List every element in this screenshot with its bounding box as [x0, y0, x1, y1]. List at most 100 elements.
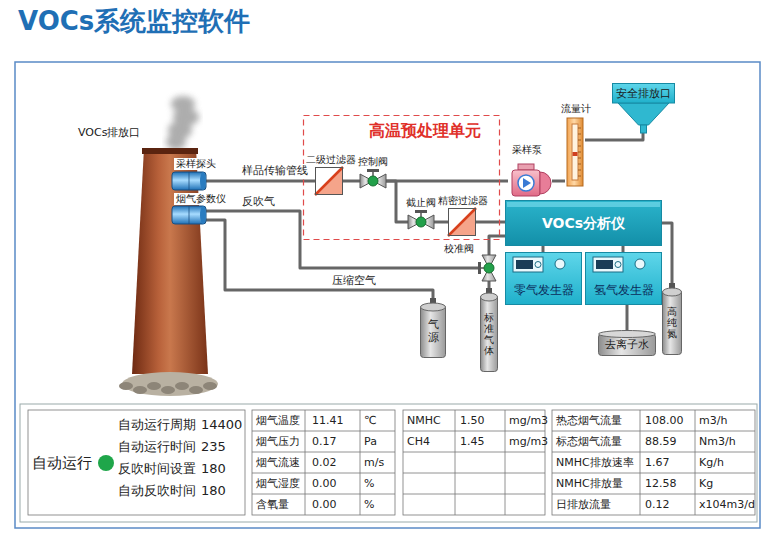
line-part: [403, 452, 545, 453]
node-label: 安全排放口: [616, 87, 671, 100]
table-cell: %: [364, 494, 374, 515]
table-cell: 标态烟气流量: [556, 431, 622, 452]
pipe-connector: [386, 180, 508, 183]
pipe-label: 压缩空气: [330, 274, 378, 287]
rect-part: [172, 172, 206, 190]
pipe-connector: [662, 223, 672, 283]
rect-part: [640, 125, 646, 133]
circle-part: [518, 175, 534, 191]
water-tank: 去离子水: [598, 330, 656, 356]
rect-part: [518, 164, 534, 170]
rect-part: [586, 253, 662, 305]
line-part: [403, 494, 545, 495]
table-cell: 0.00: [312, 494, 337, 515]
node-label: VOCs分析仪: [542, 215, 625, 232]
table-cell: m/s: [364, 452, 384, 473]
table-cell: 14400: [201, 414, 242, 435]
line-part: [315, 167, 343, 195]
line-part: [360, 410, 361, 515]
pipe-connector: [489, 236, 505, 255]
pipe-connector: [626, 305, 629, 330]
pump-symbol: 采样泵: [508, 160, 552, 200]
node-label: 采样泵: [512, 144, 542, 156]
table-cell: 0.02: [312, 452, 337, 473]
generator-box: 氢气发生器: [585, 252, 662, 305]
line-part: [578, 140, 581, 141]
pipe-connector: [206, 220, 433, 298]
node-label: 采样探头: [174, 158, 218, 170]
table-cell: NMHC排放量: [556, 473, 623, 494]
circle-part: [368, 176, 378, 186]
table-cell: Kg: [699, 473, 713, 494]
node-label: 烟气参数仪: [174, 193, 228, 205]
line-part: [252, 452, 395, 453]
rect-part: [512, 170, 540, 196]
ellipse-part: [119, 382, 133, 390]
page-title: VOCs系统监控软件: [18, 4, 250, 38]
table-cell: NMHC: [407, 410, 441, 431]
table-grid: [28, 410, 755, 515]
line-part: [189, 172, 190, 190]
node-label: 氢气发生器: [594, 284, 654, 298]
node-label: 去离子水: [605, 338, 649, 351]
filter-symbol-shape: [448, 208, 476, 236]
node-label: 精密过滤器: [438, 195, 488, 206]
rect-part: [448, 208, 476, 236]
table-cell: 0.12: [645, 494, 670, 515]
circle-part: [535, 262, 541, 268]
rect-part: [663, 290, 682, 355]
probe-cylinder: 采样探头: [172, 172, 206, 190]
pipe-connector: [476, 221, 505, 224]
table-cell: 108.00: [645, 410, 684, 431]
node-label: 流量计: [561, 103, 591, 115]
node-label: 高温预处理单元: [369, 121, 481, 140]
rect-part: [421, 305, 446, 358]
generator-box-shape: [505, 252, 582, 305]
ellipse-part: [200, 206, 206, 224]
polygon-part: [132, 148, 208, 374]
rect-part: [172, 206, 206, 224]
table-cell: 1.67: [645, 452, 670, 473]
table-cell: 180: [201, 458, 226, 479]
table-cell: 0.00: [312, 473, 337, 494]
rect-part: [513, 257, 543, 272]
ellipse-part: [189, 386, 203, 394]
line-part: [578, 152, 581, 153]
rect-part: [506, 201, 662, 246]
pipe-connector: [343, 180, 360, 183]
pipe-connector: [542, 246, 545, 252]
node-label: 高纯氮: [667, 306, 677, 339]
circle-part: [484, 263, 494, 273]
line-part: [578, 158, 581, 159]
exhaust-outlet: 安全排放口: [612, 83, 675, 133]
flowmeter-shape: [565, 118, 585, 186]
line-part: [448, 208, 476, 236]
table-cell: 烟气压力: [256, 431, 300, 452]
table-cell: 自动运行时间: [118, 436, 196, 457]
filter-symbol: 精密过滤器: [448, 208, 476, 236]
rect-part: [573, 152, 578, 156]
table-cell: 0.17: [312, 431, 337, 452]
circle-part: [615, 262, 621, 268]
generator-box-shape: [585, 252, 662, 305]
line-part: [695, 410, 696, 515]
valve-symbol-shape: [408, 210, 434, 234]
line-part: [578, 164, 581, 165]
status-dot: [98, 455, 114, 471]
pipe-label: 样品传输管线: [240, 164, 310, 177]
valve-symbol: 校准阀: [478, 255, 500, 281]
line-part: [578, 170, 581, 171]
table-cell: Pa: [364, 431, 377, 452]
gas-cylinder: 气源: [420, 298, 446, 358]
table-cell: mg/m3: [509, 431, 548, 452]
line-part: [403, 431, 545, 432]
probe-cylinder-shape: [172, 206, 206, 224]
valve-symbol-shape: [360, 169, 386, 193]
circle-part: [416, 217, 426, 227]
ellipse-part: [663, 288, 682, 296]
table-cell: Nm3/h: [699, 431, 736, 452]
line-part: [552, 473, 755, 474]
table-cell: 235: [201, 436, 226, 457]
table-cell: 热态烟气流量: [556, 410, 622, 431]
